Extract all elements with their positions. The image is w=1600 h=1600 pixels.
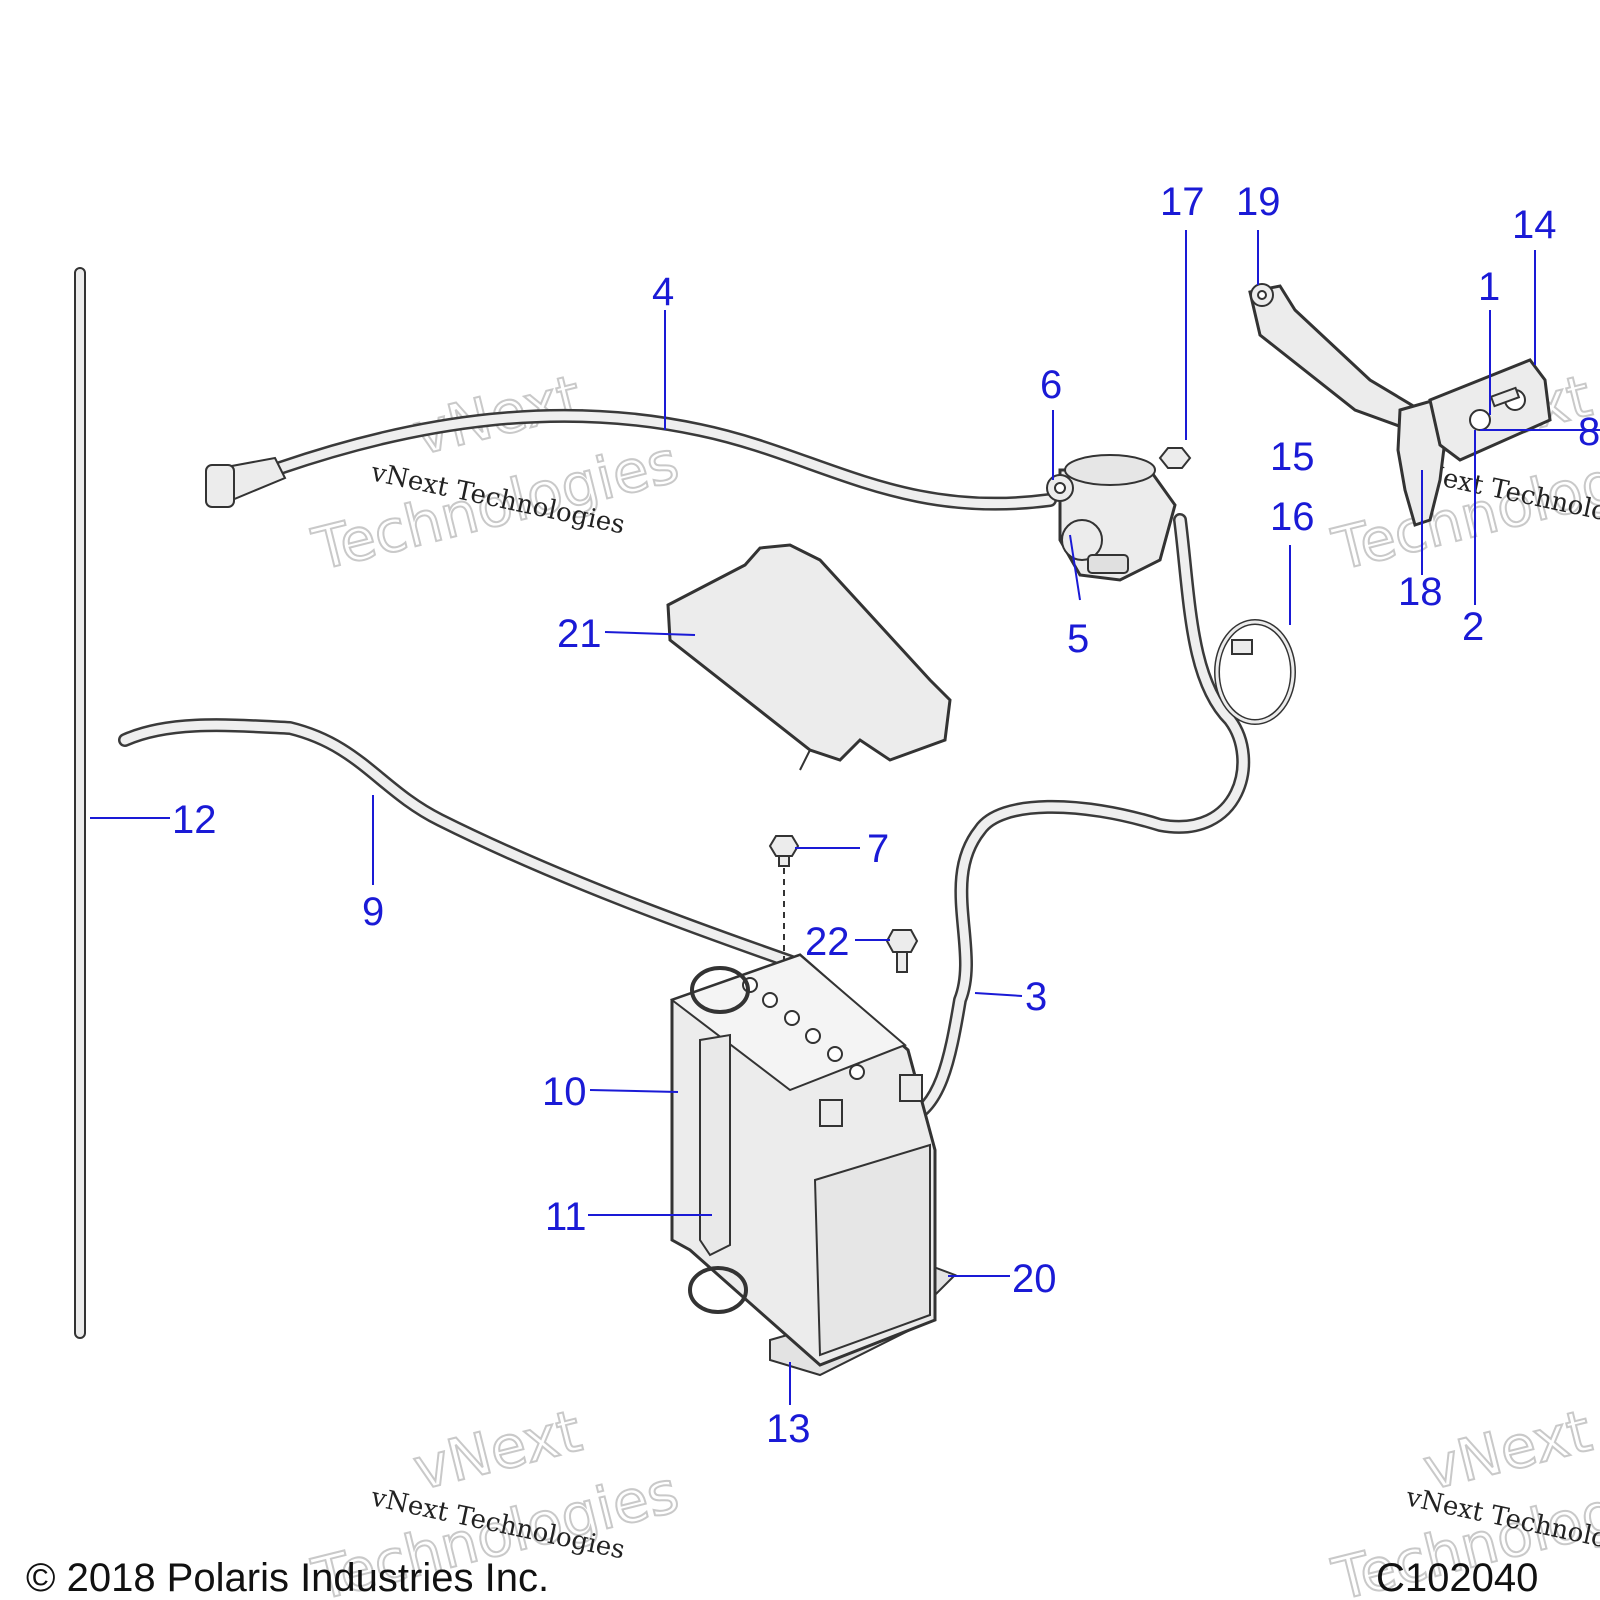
callout-15: 15 [1270, 435, 1315, 479]
part-17-nut [1158, 447, 1192, 469]
callout-6: 6 [1040, 363, 1062, 407]
part-21-battery-cover [666, 543, 952, 771]
callout-10: 10 [542, 1070, 587, 1114]
callout-11: 11 [545, 1195, 587, 1239]
callout-22: 22 [805, 920, 850, 964]
callout-18: 18 [1398, 570, 1443, 614]
part-3-cable [898, 513, 1251, 1127]
callout-8: 8 [1578, 410, 1600, 454]
callout-12: 12 [172, 798, 217, 842]
part-19-bracket [1248, 283, 1422, 432]
callout-9: 9 [362, 890, 384, 934]
part-10-battery [669, 953, 957, 1377]
part-4-cable [205, 408, 1057, 511]
callout-19: 19 [1236, 180, 1281, 224]
callout-labels: 4 6 5 17 19 15 16 1 14 8 18 2 21 12 9 7 … [172, 180, 1600, 1451]
callout-4: 4 [652, 270, 674, 314]
callout-7: 7 [867, 827, 889, 871]
callout-3: 3 [1025, 975, 1047, 1019]
copyright-notice: © 2018 Polaris Industries Inc. [26, 1556, 550, 1600]
leader-lines [90, 230, 1600, 1405]
callout-13: 13 [766, 1407, 811, 1451]
callout-14: 14 [1512, 203, 1557, 247]
callout-16: 16 [1270, 495, 1315, 539]
figure-code: C102040 [1376, 1556, 1539, 1600]
callout-17: 17 [1160, 180, 1205, 224]
part-9-cable [118, 718, 807, 972]
part-12-rod [74, 267, 86, 1339]
part-5-solenoid [1058, 454, 1177, 582]
part-7-bolt [768, 835, 800, 970]
callout-21: 21 [557, 612, 602, 656]
part-22-bolt [885, 929, 919, 973]
part-11-strap [688, 966, 750, 1314]
callout-20: 20 [1012, 1257, 1057, 1301]
callout-2: 2 [1462, 605, 1484, 649]
part-6-nut [1046, 474, 1074, 502]
part-15-16-cable-tie [1214, 619, 1296, 725]
watermark-group: vNext Technologies vNext Technologies vN… [305, 361, 1600, 1600]
callout-5: 5 [1067, 617, 1089, 661]
callout-1: 1 [1478, 265, 1500, 309]
